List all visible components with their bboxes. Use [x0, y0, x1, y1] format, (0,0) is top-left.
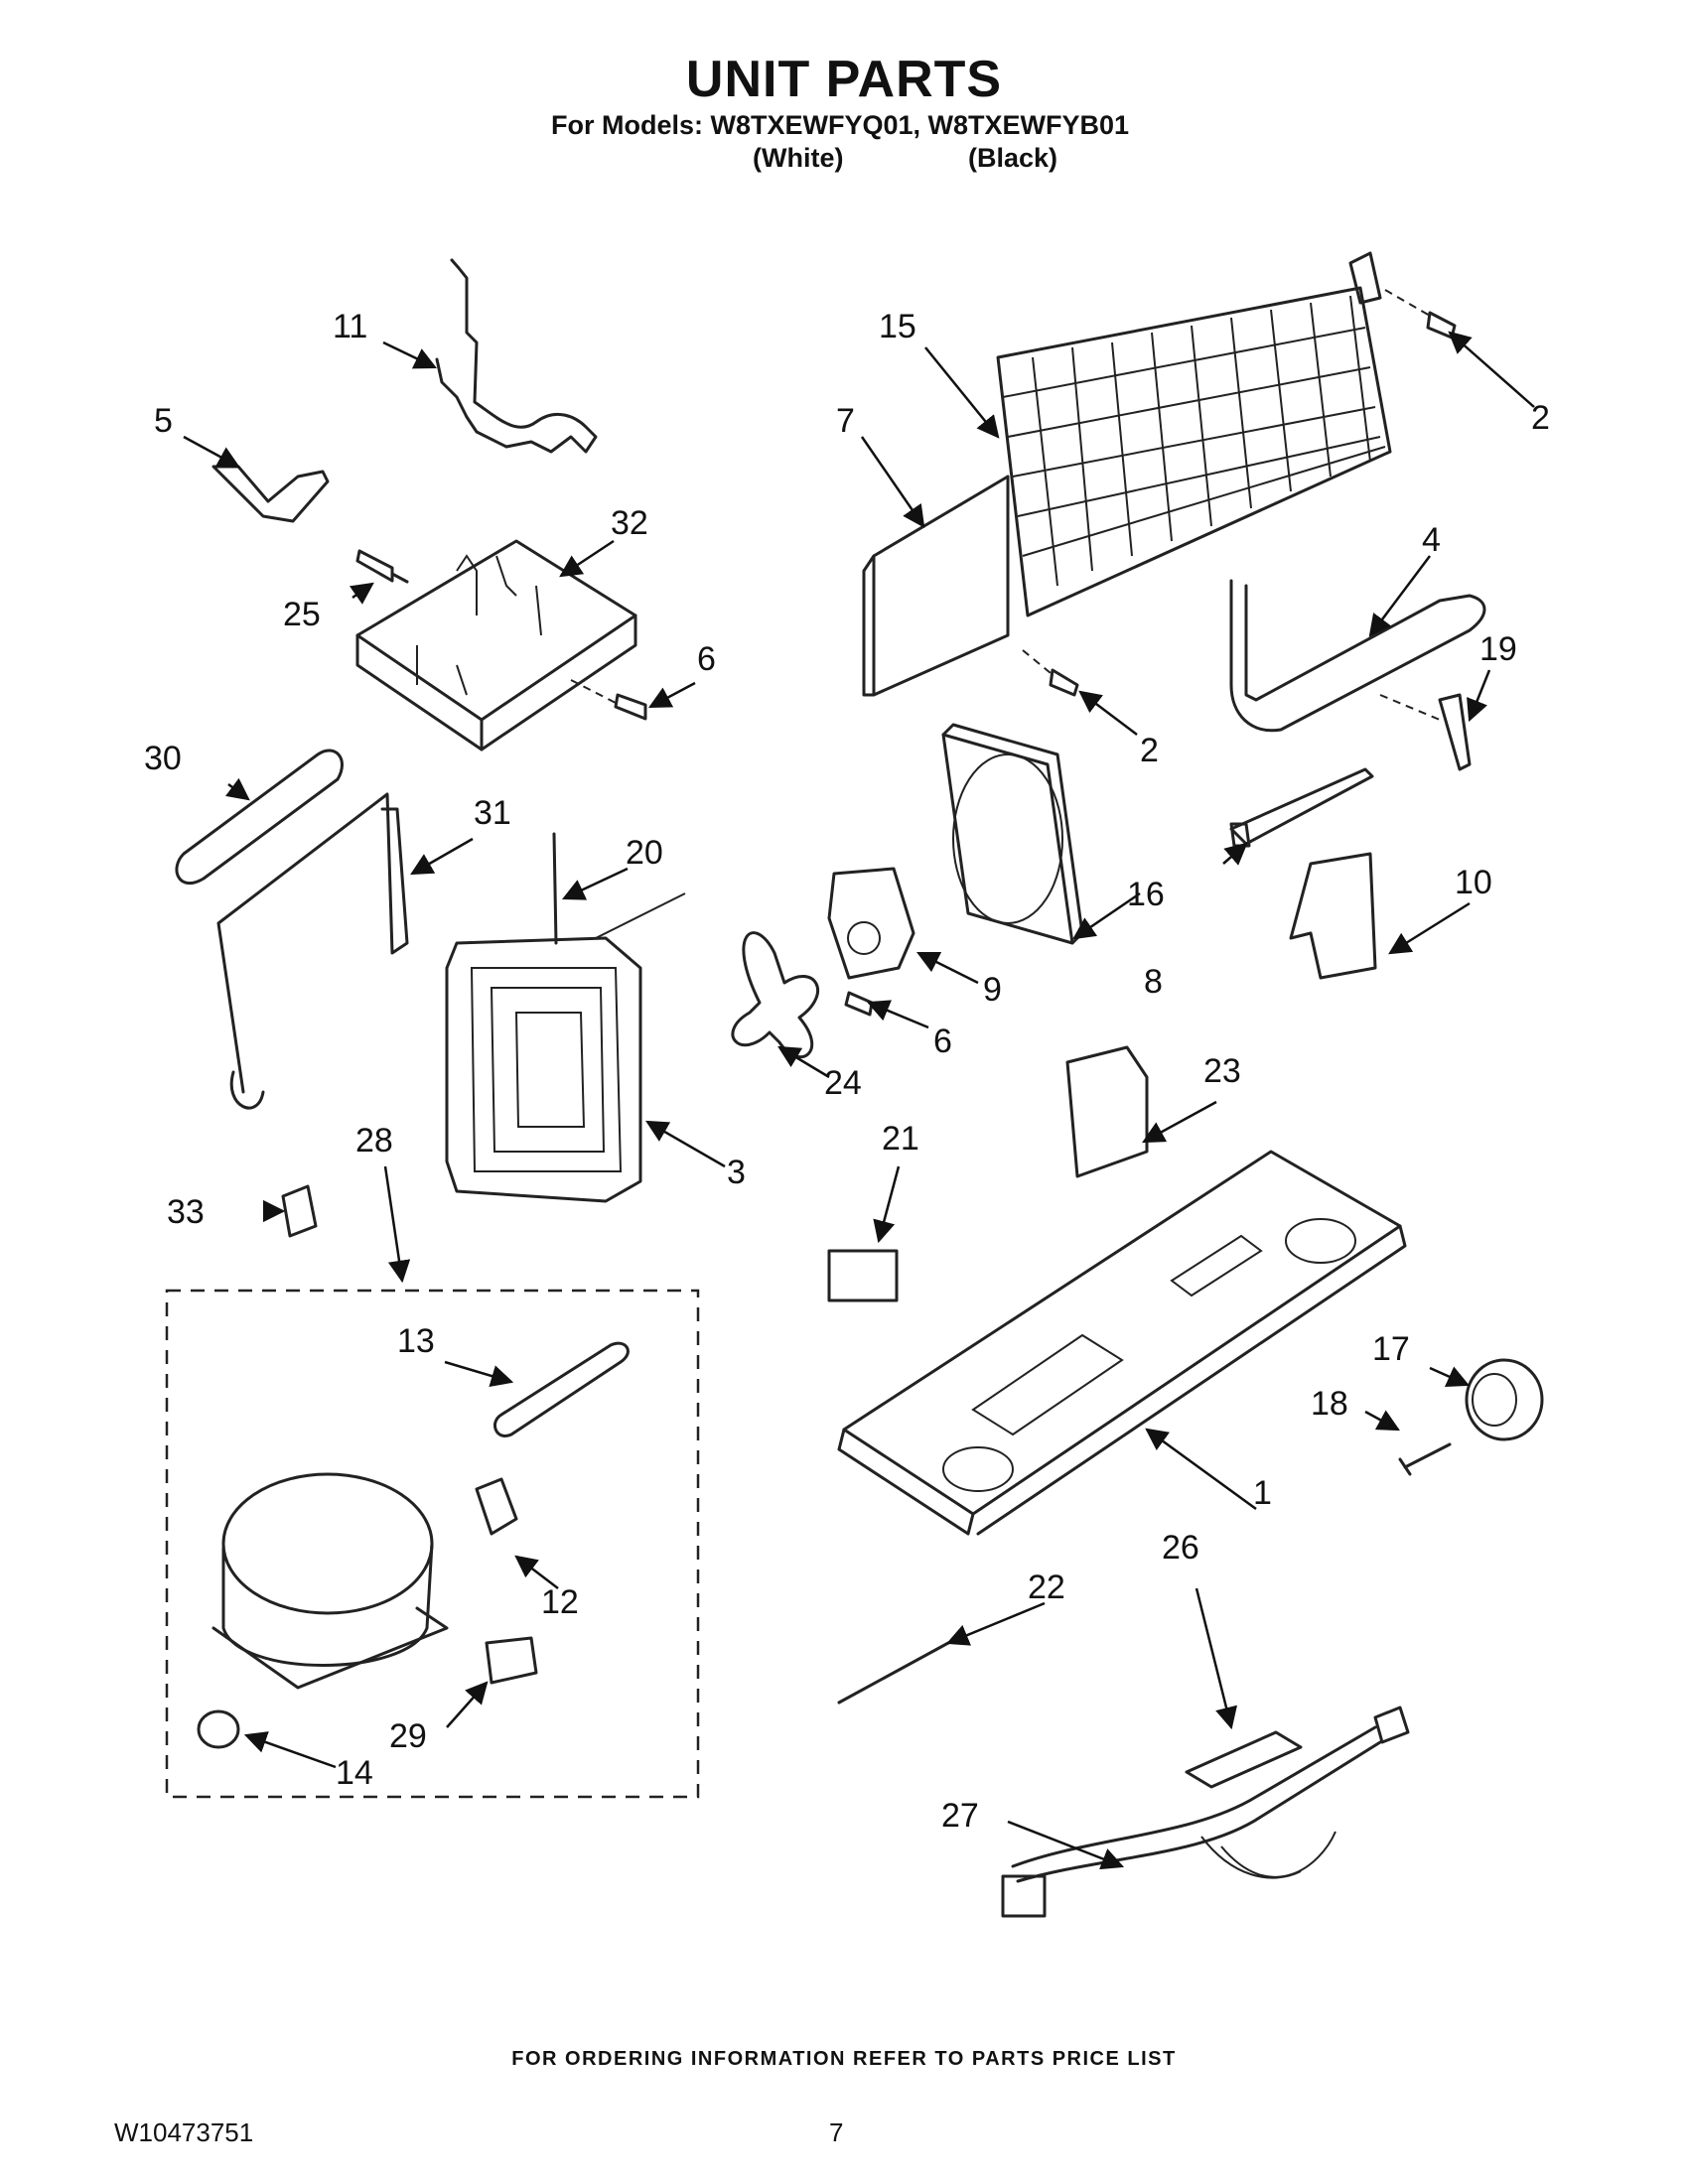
callout-15: 15 [879, 308, 916, 345]
callout-8: 8 [1144, 963, 1163, 1001]
callout-29: 29 [389, 1717, 427, 1755]
part-33-clip [281, 1184, 318, 1238]
part-32-control-housing [355, 539, 637, 751]
part-3-evaporator [445, 892, 686, 1203]
callout-18: 18 [1311, 1385, 1348, 1423]
callout-6a: 6 [697, 640, 716, 678]
part-31-suction-line [216, 792, 409, 1110]
part-15-condenser-coil [996, 251, 1392, 617]
callout-33: 33 [167, 1193, 205, 1231]
callout-27: 27 [941, 1797, 979, 1835]
callout-2b: 2 [1140, 732, 1159, 769]
callout-30: 30 [144, 740, 182, 777]
callout-21: 21 [882, 1120, 919, 1158]
part-12-relay [475, 1477, 518, 1536]
part-27-wire-harness [1001, 1706, 1410, 1918]
callout-25: 25 [283, 596, 321, 633]
callout-16: 16 [1127, 876, 1165, 913]
part-18-axle [1398, 1442, 1452, 1476]
callout-14: 14 [336, 1754, 373, 1792]
callout-31: 31 [474, 794, 511, 832]
part-29-overload [485, 1636, 538, 1685]
leader-lines [183, 331, 1535, 1870]
callout-13: 13 [397, 1322, 435, 1360]
callout-26: 26 [1162, 1529, 1199, 1567]
part-21-pad [827, 1249, 899, 1302]
callout-28: 28 [355, 1122, 393, 1160]
color-black-label: (Black) [968, 143, 1058, 173]
callout-19: 19 [1479, 630, 1517, 668]
page-number: 7 [829, 2117, 844, 2147]
callout-12: 12 [541, 1583, 579, 1621]
callout-7: 7 [836, 402, 855, 440]
part-30-insulation-tube [175, 749, 344, 886]
color-white-label: (White) [753, 143, 844, 173]
callout-2a: 2 [1531, 399, 1550, 437]
callout-3: 3 [727, 1154, 746, 1191]
callout-1: 1 [1253, 1474, 1272, 1512]
callout-11: 11 [333, 308, 367, 345]
callout-23: 23 [1203, 1052, 1241, 1090]
callout-5: 5 [154, 402, 173, 440]
part-26-label [1185, 1730, 1303, 1789]
callout-4: 4 [1422, 521, 1441, 559]
callout-9: 9 [983, 971, 1002, 1009]
callout-22: 22 [1028, 1569, 1065, 1606]
callout-24: 24 [824, 1064, 862, 1102]
part-23-foam-block [1065, 1045, 1149, 1178]
callout-labels: 1 2 2 3 4 5 6 6 7 8 9 10 11 12 13 14 15 … [144, 308, 1550, 1835]
part-6-screw-a [614, 693, 647, 721]
part-7-shroud [862, 475, 1010, 697]
part-11-drain-heater [435, 258, 598, 454]
part-5-clip [211, 465, 330, 523]
part-16-cable-tie [1229, 767, 1374, 848]
document-number: W10473751 [114, 2117, 254, 2147]
compressor [211, 1472, 449, 1690]
part-6-screw-b [844, 991, 874, 1017]
part-2-screw-b [1049, 668, 1079, 697]
part-8-fan-shroud [941, 723, 1084, 945]
ordering-note: FOR ORDERING INFORMATION REFER TO PARTS … [511, 2048, 1177, 2070]
callout-20: 20 [626, 834, 663, 872]
part-4-defrost-heater [1229, 579, 1486, 733]
callout-17: 17 [1372, 1330, 1410, 1368]
callout-10: 10 [1455, 864, 1492, 901]
callout-6b: 6 [933, 1023, 952, 1060]
part-20-tube [552, 832, 558, 945]
compressor-kit-box [165, 1289, 700, 1799]
page-title: UNIT PARTS [685, 51, 1003, 108]
part-19-clip [1438, 693, 1472, 771]
part-13-drier [493, 1341, 630, 1437]
callout-32: 32 [611, 504, 648, 542]
part-22-tube [837, 1641, 950, 1705]
models-line: For Models: W8TXEWFYQ01, W8TXEWFYB01 [551, 110, 1130, 140]
part-10-foam-block [1289, 852, 1377, 980]
part-17-roller [1465, 1358, 1544, 1441]
part-9-fan-motor [827, 867, 915, 980]
part-24-fan-blade [731, 931, 820, 1059]
part-25-screw [355, 549, 409, 584]
part-14-grommet [197, 1709, 240, 1749]
part-1-base-pan [837, 1150, 1407, 1536]
